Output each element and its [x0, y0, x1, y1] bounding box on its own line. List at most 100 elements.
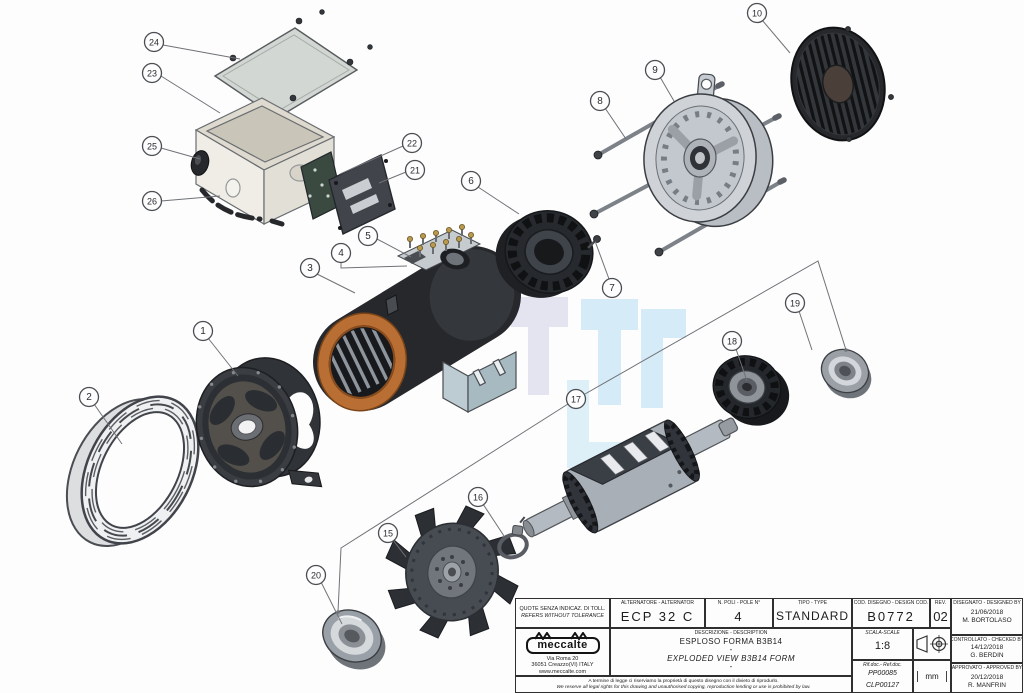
leader-line — [378, 171, 407, 184]
stator-frame — [313, 246, 521, 412]
balloon-circle — [299, 257, 321, 279]
balloon-number: 5 — [365, 231, 371, 242]
balloon-number: 19 — [790, 299, 800, 309]
leader-arrow-dot — [844, 348, 848, 352]
revision-value: 02 — [933, 609, 948, 624]
designed-by-label: DISEGNATO - DESIGNED BY — [953, 600, 1021, 606]
balloon-19: 19 — [784, 292, 813, 351]
ref-doc-cell: Rif.doc.- Ref.doc. PP00085 CLP00127 — [852, 660, 913, 693]
leader-line — [376, 238, 412, 258]
balloon-circle — [721, 330, 743, 352]
leader-line — [659, 76, 675, 102]
legal-text-it: A termine di legge ci riserviamo la prop… — [588, 678, 779, 684]
logo-waveform-icon — [533, 632, 588, 640]
balloon-number: 4 — [338, 248, 344, 259]
terminal-studs — [406, 223, 474, 257]
tolerance-note-cell: QUOTE SENZA INDICAZ. DI TOLL. REFERS WIT… — [515, 598, 610, 628]
leader-line — [160, 195, 221, 202]
balloon-number: 20 — [311, 571, 321, 581]
designed-date: 21/06/2018 — [970, 609, 1004, 616]
grille-screws — [845, 26, 894, 142]
title-block: QUOTE SENZA INDICAZ. DI TOLL. REFERS WIT… — [515, 598, 1023, 693]
description-it: ESPLOSO FORMA B3B14 — [679, 637, 783, 646]
checked-by-label: CONTROLLATO - CHECKED BY — [951, 637, 1023, 643]
leader-line — [735, 348, 748, 382]
company-website[interactable]: www.meccalte.com — [538, 668, 587, 675]
type-cell: TIPO - TYPE STANDARD — [773, 598, 852, 628]
leader-line — [337, 403, 569, 613]
description-en: EXPLODED VIEW B3B14 FORM — [667, 654, 795, 663]
balloon-2: 2 — [78, 386, 123, 445]
balloon-4: 4 — [330, 242, 408, 269]
terminal-box — [194, 97, 336, 226]
balloon-circle — [305, 564, 327, 586]
company-address1: Via Roma 20 — [546, 655, 579, 662]
balloon-circle — [589, 90, 611, 112]
balloon-circle — [746, 2, 768, 24]
ref-doc-label: Rif.doc.- Ref.doc. — [863, 662, 902, 668]
balloon-1: 1 — [192, 320, 239, 377]
gasket-strip — [199, 187, 263, 222]
leader-line — [316, 273, 356, 294]
balloon-number: 9 — [652, 65, 658, 76]
balloon-number: 25 — [147, 142, 157, 152]
balloon-circle — [401, 132, 423, 154]
balloon-number: 16 — [473, 493, 483, 503]
balloon-number: 22 — [407, 139, 417, 149]
leader-line — [594, 240, 610, 280]
balloon-circle — [330, 242, 352, 264]
balloon-circle — [143, 31, 165, 53]
leader-line — [584, 260, 847, 395]
balloon-number: 7 — [609, 283, 615, 294]
balloon-16: 16 — [467, 486, 505, 537]
description-dash2: - — [729, 662, 733, 671]
poles-value: 4 — [734, 609, 744, 624]
scale-cell: SCALA-SCALE 1:8 — [852, 628, 913, 660]
description-label: DESCRIZIONE - DESCRIPTION — [694, 630, 768, 636]
balloon-number: 6 — [468, 176, 474, 187]
checked-date: 14/12/2018 — [970, 644, 1004, 651]
balloon-21: 21 — [378, 159, 426, 184]
ref-doc-value2: CLP00127 — [865, 681, 900, 689]
exciter-rotor — [712, 355, 790, 426]
ref-doc-value1: PP00085 — [868, 670, 897, 677]
leader-line — [392, 539, 407, 558]
leader-line — [162, 44, 241, 60]
type-label: TIPO - TYPE — [797, 600, 828, 606]
poles-label: N. POLI - POLE N° — [717, 600, 761, 606]
balloon-circle — [467, 486, 489, 508]
balloon-number: 21 — [410, 166, 420, 176]
projection-symbol-cell — [913, 628, 951, 660]
rear-grille — [786, 24, 890, 144]
balloon-number: 17 — [571, 395, 581, 405]
balloon-20: 20 — [305, 564, 343, 625]
balloon-26: 26 — [141, 190, 221, 212]
leader-line — [93, 403, 123, 445]
leader-arrow-dot — [336, 610, 340, 614]
balloon-circle — [460, 170, 482, 192]
balloon-24: 24 — [143, 31, 241, 60]
balloon-22: 22 — [339, 132, 423, 175]
balloon-17: 17 — [336, 260, 848, 614]
leader-line — [798, 310, 813, 351]
balloon-circle — [784, 292, 806, 314]
balloon-circle — [141, 190, 163, 212]
alternator-value: ECP 32 C — [620, 609, 695, 624]
leader-line — [160, 75, 221, 114]
checked-by-cell: CONTROLLATO - CHECKED BY 14/12/2018 G. B… — [951, 635, 1023, 663]
description-cell: DESCRIZIONE - DESCRIPTION ESPLOSO FORMA … — [610, 628, 852, 676]
balloon-9: 9 — [644, 59, 675, 102]
approved-by-cell: APPROVATO - APPROVED BY 20/12/2018 R. MA… — [951, 663, 1023, 693]
front-bearing — [322, 609, 386, 670]
front-end-shield — [195, 357, 323, 488]
exciter-stator — [495, 210, 594, 298]
approved-date: 20/12/2018 — [970, 674, 1004, 681]
balloon-circle — [141, 62, 163, 84]
balloon-number: 8 — [597, 96, 603, 107]
balloon-6: 6 — [460, 170, 520, 215]
revision-label: REV. — [934, 600, 947, 606]
alternator-cell: ALTERNATORE - ALTERNATOR ECP 32 C — [610, 598, 705, 628]
balloon-number: 18 — [727, 337, 737, 347]
